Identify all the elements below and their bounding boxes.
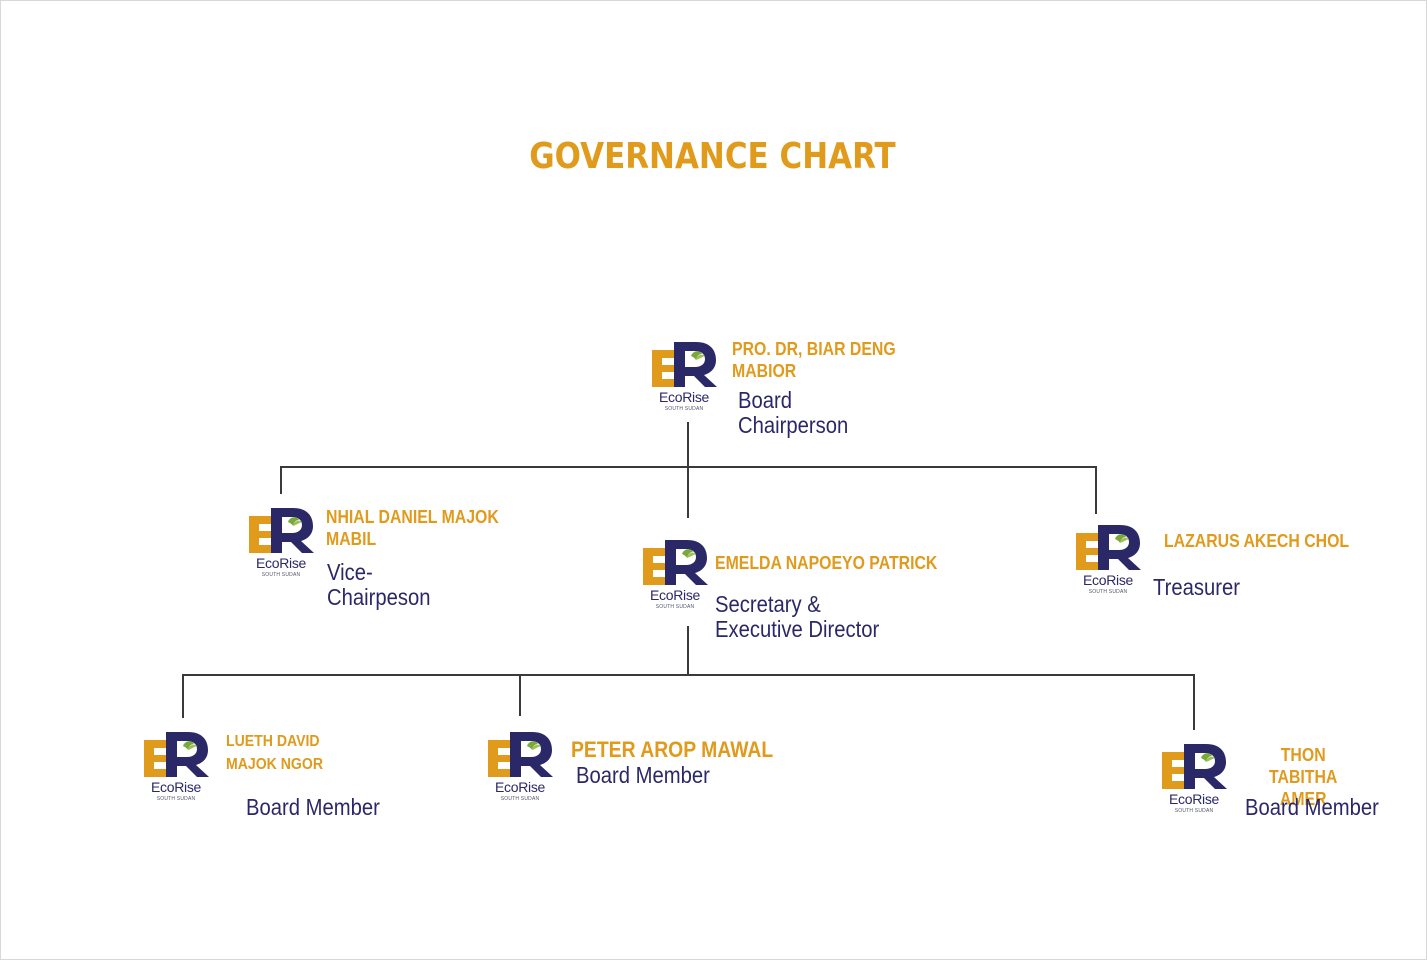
logo-sub-text: SOUTH SUDAN: [1088, 589, 1128, 595]
chair-name: PRO. DR, BIAR DENG MABIOR: [732, 339, 896, 381]
logo-sub-text: SOUTH SUDAN: [664, 406, 704, 412]
ecorise-er-logo: [144, 732, 209, 777]
vice-role: Vice- Chairpeson: [327, 559, 431, 610]
member2-role: Board Member: [576, 762, 710, 788]
member3-role: Board Member: [1245, 794, 1379, 820]
logo-brand-text: EcoRise: [658, 389, 710, 405]
member3-name: THON TABITHA AMER: [1269, 745, 1338, 809]
logo-brand-text: EcoRise: [494, 779, 546, 795]
ecorise-er-logo: [488, 732, 553, 777]
logo-brand-text: EcoRise: [1082, 572, 1134, 588]
vice-name: NHIAL DANIEL MAJOK MABIL: [326, 507, 499, 549]
logo-brand-text: EcoRise: [150, 779, 202, 795]
ecorise-er-logo: [1076, 525, 1141, 570]
logo-brand-text: EcoRise: [649, 587, 701, 603]
logo-sub-text: SOUTH SUDAN: [261, 572, 301, 578]
logo-brand-text: EcoRise: [1168, 791, 1220, 807]
logo-brand-text: EcoRise: [255, 555, 307, 571]
secretary-role: Secretary & Executive Director: [715, 591, 880, 642]
treasurer-name: LAZARUS AKECH CHOL: [1164, 531, 1350, 551]
logo-sub-text: SOUTH SUDAN: [156, 796, 196, 802]
logo-sub-text: SOUTH SUDAN: [655, 604, 695, 610]
logo-sub-text: SOUTH SUDAN: [1174, 808, 1214, 814]
ecorise-er-logo: [249, 508, 314, 553]
ecorise-er-logo: [652, 342, 717, 387]
ecorise-er-logo: [643, 540, 708, 585]
chair-role: Board Chairperson: [738, 387, 849, 438]
member1-name: LUETH DAVID MAJOK NGOR: [226, 733, 324, 773]
logo-sub-text: SOUTH SUDAN: [500, 796, 540, 802]
secretary-name: EMELDA NAPOEYO PATRICK: [715, 553, 938, 573]
chart-title: GOVERNANCE CHART: [529, 136, 896, 177]
member1-role: Board Member: [246, 794, 380, 820]
member2-name: PETER AROP MAWAL: [571, 737, 774, 762]
ecorise-er-logo: [1162, 744, 1227, 789]
treasurer-role: Treasurer: [1153, 574, 1240, 600]
